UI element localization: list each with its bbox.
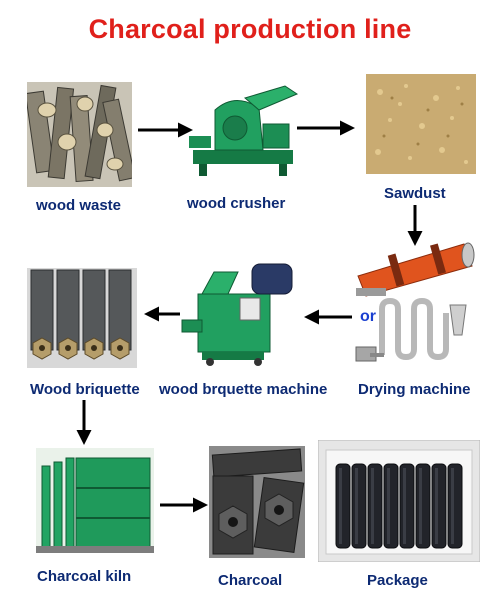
wood-briquette-label: Wood briquette xyxy=(30,381,140,398)
page-title: Charcoal production line xyxy=(88,14,412,44)
or-label: or xyxy=(360,308,376,325)
wood-crusher-label: wood crusher xyxy=(187,195,286,212)
airflow-dryer-image xyxy=(355,297,467,362)
charcoal-kiln-label: Charcoal kiln xyxy=(37,568,132,585)
briquette-machine-label: wood brquette machine xyxy=(159,381,328,398)
briquette-machine-image xyxy=(181,263,293,366)
wood-crusher-image xyxy=(189,85,299,176)
wood-briquette-image xyxy=(27,268,137,368)
package-label: Package xyxy=(367,572,428,589)
charcoal-image xyxy=(209,446,305,558)
sawdust-label: Sawdust xyxy=(384,185,446,202)
rotary-dryer-image xyxy=(356,242,475,297)
drying-machine-label: Drying machine xyxy=(358,381,471,398)
wood-waste-image xyxy=(27,82,132,187)
wood-waste-label: wood waste xyxy=(36,197,122,214)
sawdust-image xyxy=(366,74,476,174)
package-image xyxy=(318,440,480,562)
charcoal-label: Charcoal xyxy=(218,572,283,589)
charcoal-kiln-image xyxy=(36,448,154,553)
